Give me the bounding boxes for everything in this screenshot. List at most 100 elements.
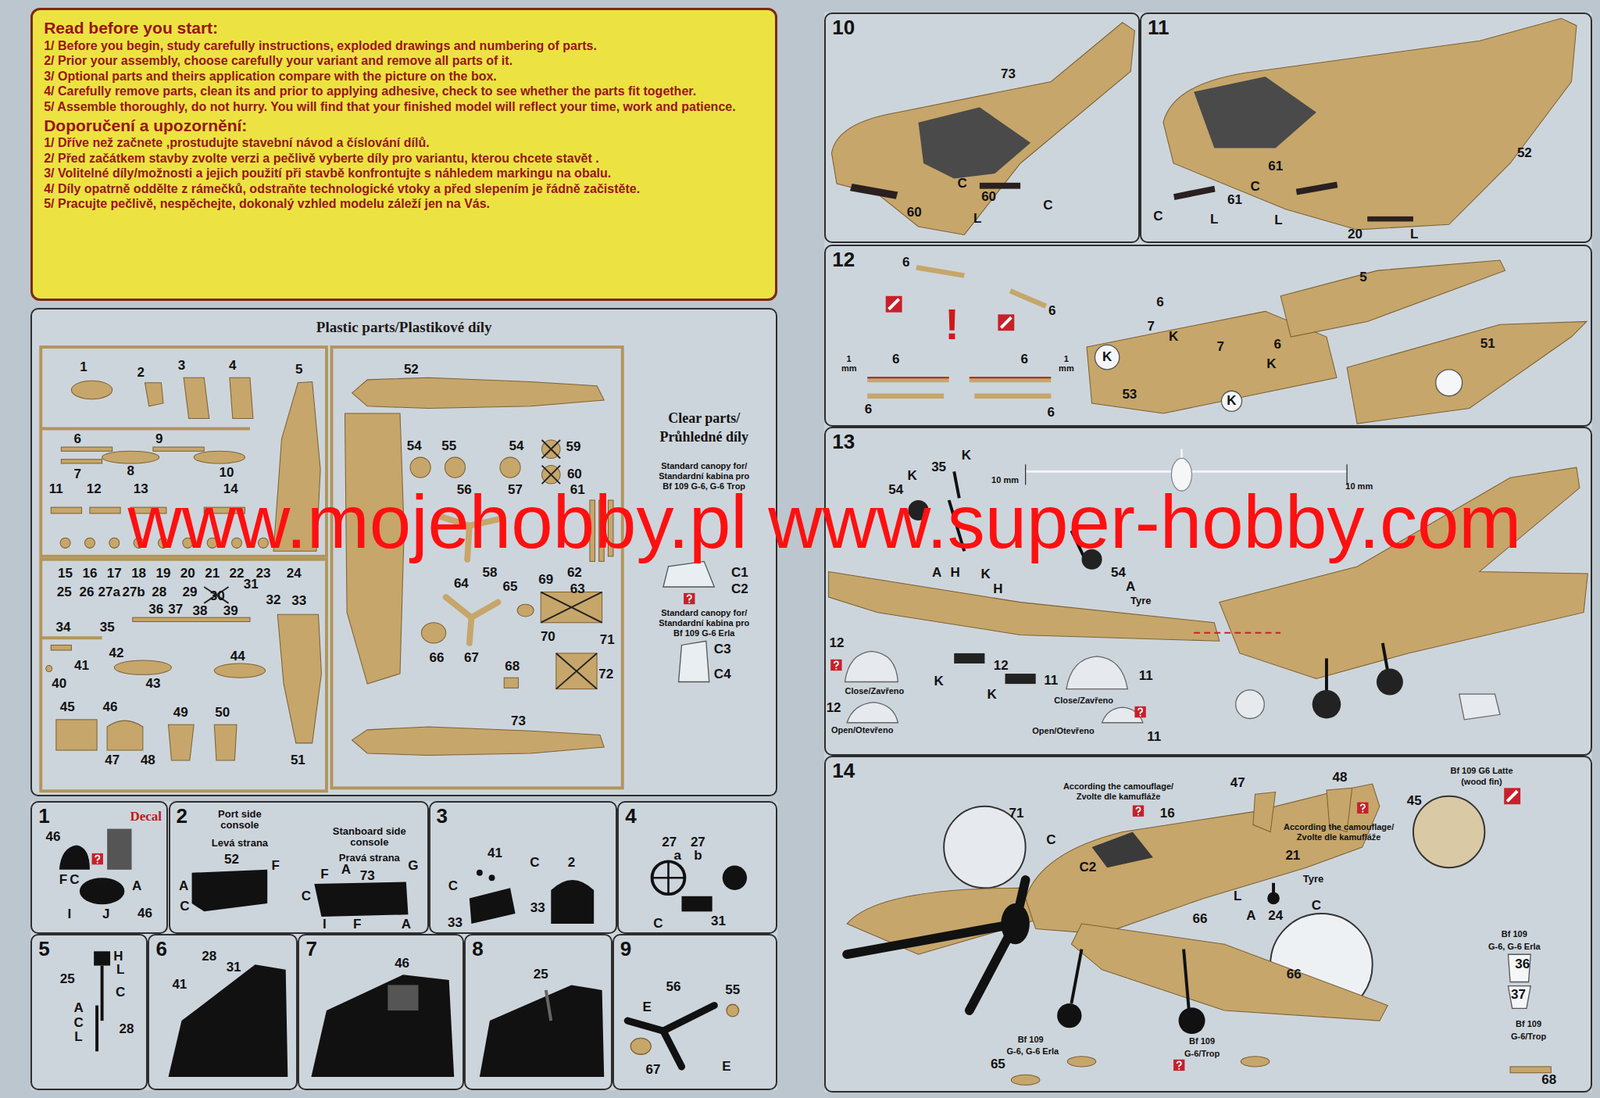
parts-panel: Plastic parts/Plastikové díly xyxy=(30,307,778,796)
callout-number: 5 xyxy=(295,361,303,377)
callout-number: 28 xyxy=(151,584,167,600)
callout-number: A xyxy=(1246,907,1256,923)
notice-text: 2/ Před začátkem stavby zvolte verzi a p… xyxy=(43,150,765,167)
callout-number: 32 xyxy=(266,592,282,608)
callout-number: 26 xyxy=(79,584,95,600)
callout-number: 12 xyxy=(829,635,845,651)
callout-number: 17 xyxy=(107,566,122,582)
callout-number: K xyxy=(961,447,972,463)
callout-number: F xyxy=(320,867,329,883)
step-number: 11 xyxy=(1147,17,1591,38)
small-note: Bf 109 G6 Latte xyxy=(1450,765,1513,775)
small-note: G-6, G-6 Erla xyxy=(1488,941,1541,951)
callout-number: 2 xyxy=(137,364,145,380)
callout-number: C2 xyxy=(1078,860,1097,875)
notice-text: 1/ Dříve než začnete ,prostudujte staveb… xyxy=(43,135,765,151)
callout-number: 43 xyxy=(145,676,161,692)
callout-number: 67 xyxy=(464,650,479,666)
callout-number: 45 xyxy=(60,700,75,715)
callout-number: 20 xyxy=(1347,227,1363,243)
step-number: 2 xyxy=(176,805,428,826)
callout-number: 31 xyxy=(710,914,726,929)
callout-number: 33 xyxy=(530,900,546,916)
callout-number: 73 xyxy=(1000,67,1016,83)
callout-number: C3 xyxy=(714,641,732,657)
callout-number: 11 xyxy=(1146,729,1161,745)
small-note: Close/Zavřeno xyxy=(844,685,904,696)
callout-number: 25 xyxy=(533,967,549,983)
panel-title: Plastic parts/Plastikové díly xyxy=(32,318,776,336)
callout-number: 21 xyxy=(204,566,220,582)
panel-heading: Clear parts/ xyxy=(667,410,740,427)
step-number: 14 xyxy=(832,760,1590,781)
step-number: 12 xyxy=(832,249,1590,270)
callout-number: 31 xyxy=(226,960,242,975)
callout-number: A xyxy=(401,917,411,933)
step-panel: 1 xyxy=(30,800,168,934)
callout-number: 53 xyxy=(1121,387,1137,403)
callout-number: 46 xyxy=(103,700,118,715)
small-note: Zvolte dle kamufláže xyxy=(1296,832,1382,842)
callout-number: 51 xyxy=(1480,336,1496,352)
note-text: Pravá strana xyxy=(339,852,400,864)
callout-number: A xyxy=(1125,579,1136,595)
callout-number: 61 xyxy=(1267,159,1283,175)
callout-number: C xyxy=(179,898,190,914)
callout-number: 47 xyxy=(1230,775,1246,790)
callout-number: 66 xyxy=(1286,967,1302,983)
callout-number: 61 xyxy=(570,482,586,498)
small-note: Standard canopy for/ xyxy=(660,460,747,471)
callout-number: 6 xyxy=(1048,303,1056,319)
step-panel: 11 xyxy=(1139,12,1593,243)
small-note: 1 mm xyxy=(1056,353,1077,373)
callout-number: 36 xyxy=(1514,957,1530,972)
step-number: 1 xyxy=(38,805,167,826)
callout-number: K xyxy=(1168,329,1179,345)
callout-number: 54 xyxy=(407,438,422,454)
callout-number: 52 xyxy=(224,851,240,867)
callout-number: 56 xyxy=(457,482,472,498)
callout-number: 35 xyxy=(931,460,947,475)
callout-number: 55 xyxy=(441,438,457,454)
note-text: Tyre xyxy=(1303,872,1325,884)
callout-number: 15 xyxy=(57,566,73,582)
callout-number: 6 xyxy=(1274,337,1282,353)
callout-number: 42 xyxy=(108,646,124,661)
callout-number: C xyxy=(957,176,968,192)
callout-number: 27 xyxy=(690,834,706,850)
callout-number: 40 xyxy=(51,676,67,692)
callout-number: 19 xyxy=(156,566,172,582)
small-note: Open/Otevřeno xyxy=(1032,725,1094,736)
small-note: Standardní kabina pro xyxy=(658,471,750,481)
callout-number: 10 xyxy=(218,464,234,480)
callout-number: K xyxy=(933,674,943,690)
callout-number: 3 xyxy=(178,357,186,373)
callout-number: 66 xyxy=(429,650,445,666)
callout-number: L xyxy=(1274,213,1283,229)
callout-number: C xyxy=(1153,209,1163,225)
small-note: 10 mm xyxy=(1345,481,1373,491)
callout-number: 54 xyxy=(1110,564,1126,580)
callout-number: C xyxy=(69,872,79,888)
callout-number: 38 xyxy=(192,603,208,619)
callout-number: 41 xyxy=(171,977,187,993)
callout-number: H xyxy=(113,948,123,964)
callout-number: 62 xyxy=(567,564,583,580)
callout-number: A xyxy=(341,861,351,877)
callout-number: 50 xyxy=(214,704,230,720)
callout-number: 7 xyxy=(1216,339,1224,355)
notice-text: 1/ Before you begin, study carefully ins… xyxy=(43,38,765,54)
callout-number: C xyxy=(301,888,311,904)
callout-number: 41 xyxy=(74,657,90,673)
callout-number: 73 xyxy=(360,867,375,883)
step-number: 6 xyxy=(155,938,297,959)
callout-number: 41 xyxy=(487,846,503,861)
callout-number: 12 xyxy=(993,657,1009,673)
callout-number: 27 xyxy=(661,834,677,850)
callout-number: 6 xyxy=(74,431,82,447)
step-number: 4 xyxy=(625,805,776,826)
small-note: 10 mm xyxy=(991,475,1019,485)
callout-number: 37 xyxy=(167,601,183,617)
callout-number: 33 xyxy=(291,593,307,609)
small-note: Bf 109 xyxy=(1189,1035,1215,1046)
